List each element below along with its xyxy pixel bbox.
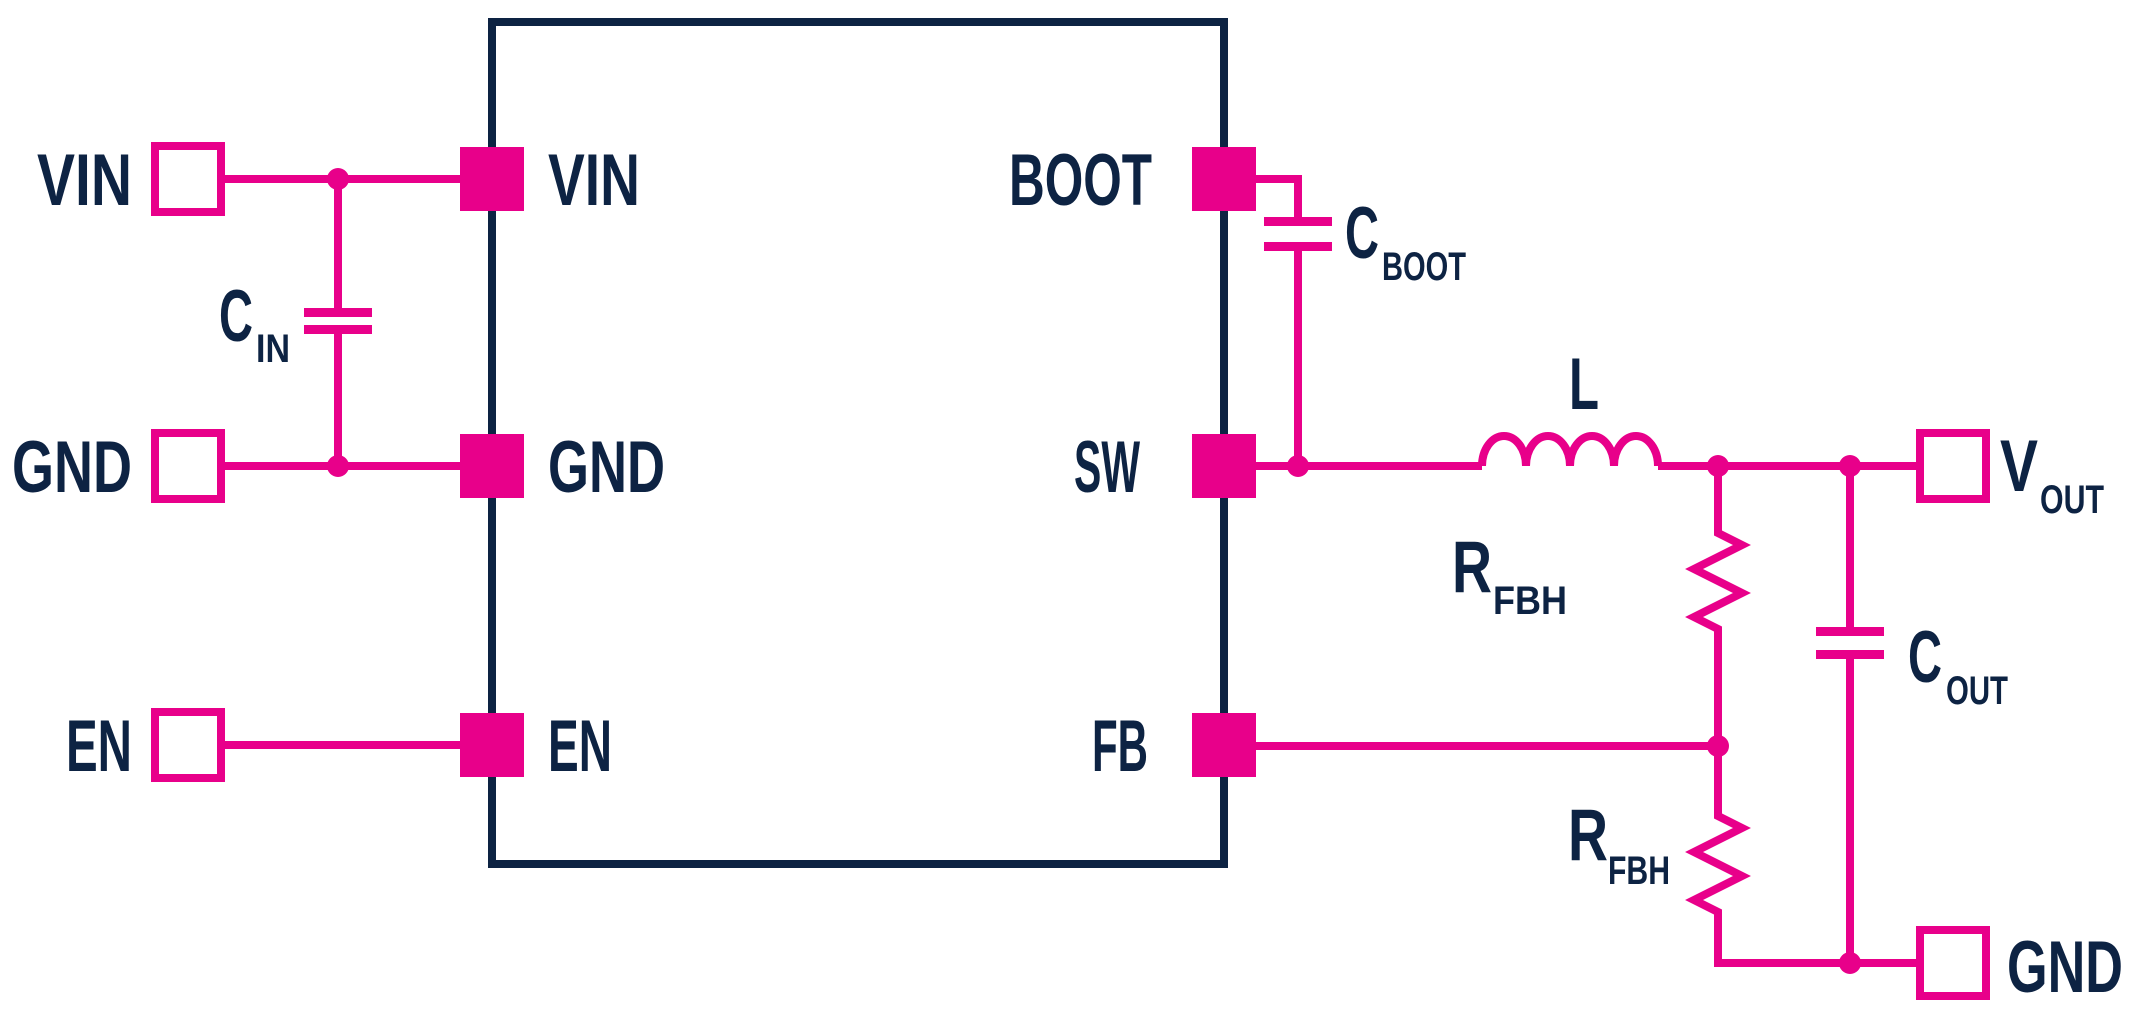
cboot-capacitor-plate-bottom (1264, 242, 1332, 251)
ic-pin-sw (1192, 434, 1256, 498)
cin-capacitor-plate-bottom (304, 325, 372, 334)
junction-dot-cout-bottom (1839, 952, 1861, 974)
vin-terminal (151, 142, 225, 216)
junction-dot-rfbh-top (1707, 455, 1729, 477)
cboot-capacitor-plate-top (1264, 217, 1332, 226)
junction-dot-vin (327, 168, 349, 190)
en-terminal (151, 708, 225, 782)
vout-terminal (1916, 429, 1990, 503)
rfbh-bottom-label: R (1568, 795, 1608, 876)
ic-pin-sw-label: SW (1074, 427, 1140, 508)
ic-pin-gnd (460, 434, 524, 498)
ic-pin-boot-label: BOOT (1009, 140, 1152, 221)
cin-label: C (219, 276, 253, 357)
ic-pin-vin-label: VIN (548, 140, 640, 221)
ic-pin-gnd-label: GND (548, 427, 665, 508)
rfbh-top-label: R (1452, 527, 1492, 608)
gnd-input-terminal-label: GND (12, 427, 132, 508)
cin-capacitor-plate-top (304, 308, 372, 317)
junction-dot-gnd (327, 455, 349, 477)
inductor-coil (1478, 432, 1662, 467)
ic-pin-en (460, 713, 524, 777)
cout-label: C (1908, 617, 1942, 698)
inductor-label: L (1569, 344, 1599, 425)
resistor-rfbh-bottom (1685, 746, 1920, 967)
ic-pin-fb (1192, 713, 1256, 777)
rfbh-bottom-label-subscript: FBH (1608, 849, 1670, 893)
vout-terminal-label: V (2000, 426, 2038, 507)
cout-capacitor-plate-bottom (1816, 650, 1884, 659)
gnd-input-terminal (151, 429, 225, 503)
en-terminal-label: EN (66, 706, 132, 787)
ic-body (488, 18, 1228, 868)
ic-pin-fb-label: FB (1092, 706, 1148, 787)
junction-dot-fb (1707, 735, 1729, 757)
vin-terminal-label: VIN (37, 140, 132, 221)
junction-dot-cout-top (1839, 455, 1861, 477)
cboot-label: C (1345, 193, 1379, 274)
cin-label-subscript: IN (256, 327, 290, 371)
wire-boot-lead (1256, 175, 1302, 217)
cout-label-subscript: OUT (1946, 669, 2008, 713)
rfbh-top-label-subscript: FBH (1493, 579, 1567, 623)
resistor-rfbh-top (1685, 466, 1751, 746)
cboot-label-subscript: BOOT (1382, 245, 1466, 289)
vout-terminal-label-subscript: OUT (2040, 478, 2104, 522)
ic-pin-boot (1192, 147, 1256, 211)
gnd-output-terminal (1916, 926, 1990, 1000)
junction-dot-cboot-sw (1287, 455, 1309, 477)
gnd-output-terminal-label: GND (2007, 927, 2123, 1008)
cout-capacitor-plate-top (1816, 627, 1884, 636)
ic-pin-en-label: EN (548, 706, 612, 787)
ic-pin-vin (460, 147, 524, 211)
